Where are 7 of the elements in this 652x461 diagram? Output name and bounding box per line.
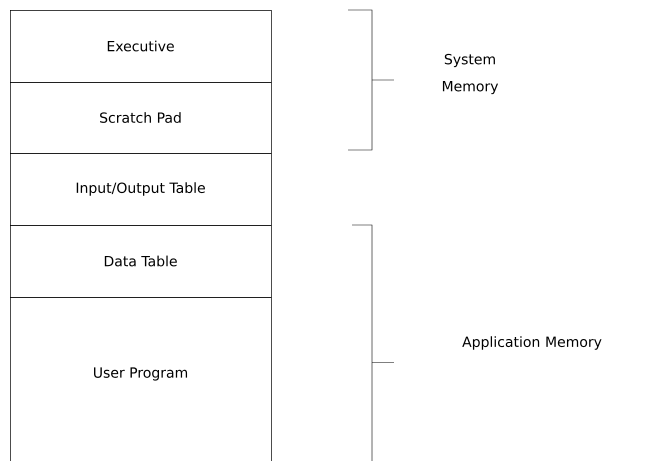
memory-block: User Program bbox=[10, 297, 272, 461]
memory-block: Executive bbox=[10, 10, 272, 83]
memory-block: Input/Output Table bbox=[10, 153, 272, 226]
memory-block: Scratch Pad bbox=[10, 82, 272, 154]
memory-block: Data Table bbox=[10, 225, 272, 298]
bracket-label: System Memory bbox=[442, 54, 498, 94]
bracket-label: Application Memory bbox=[462, 336, 602, 350]
